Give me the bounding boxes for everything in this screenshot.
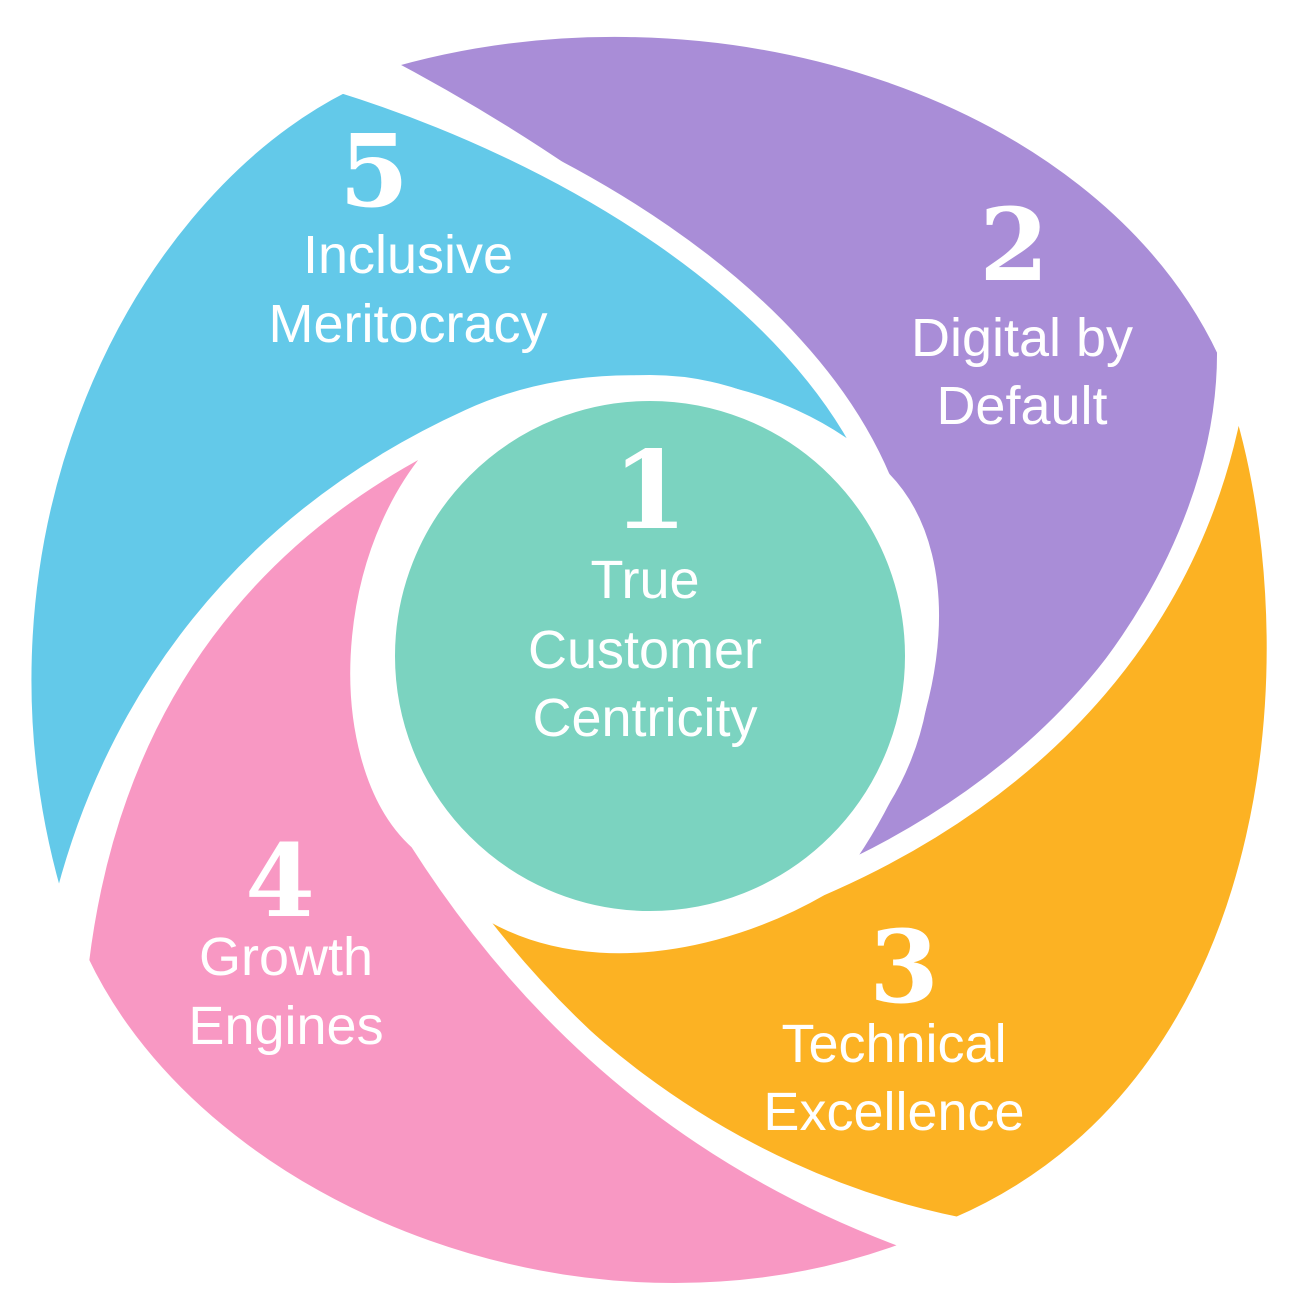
segment-5-label-line-2: Meritocracy [268,294,547,354]
segment-2-label-line-1: Digital by [911,308,1133,368]
segment-1-center-circle [369,375,931,937]
segment-1-group: 1 True Customer Centricity [369,375,931,937]
segment-3-number: 3 [869,908,939,1026]
segment-1-number: 1 [612,428,687,554]
segment-3-label-line-1: Technical [781,1014,1006,1074]
segment-1-label-line-3: Centricity [532,688,757,748]
segment-4-number: 4 [245,822,315,940]
segment-4-label-line-2: Engines [188,996,383,1056]
segment-5-label-line-1: Inclusive [303,225,513,285]
segment-2-label-line-2: Default [936,376,1107,436]
segment-4-growth-engines [67,409,939,1305]
segment-3-label-line-2: Excellence [763,1082,1024,1142]
segment-2-number: 2 [979,186,1049,304]
segment-1-label-line-1: True [590,550,699,610]
segment-4-label-line-1: Growth [199,927,373,987]
segment-1-label-line-2: Customer [528,620,762,680]
segment-5-number: 5 [339,112,409,230]
segment-4-group: 4 Growth Engines [67,409,939,1305]
